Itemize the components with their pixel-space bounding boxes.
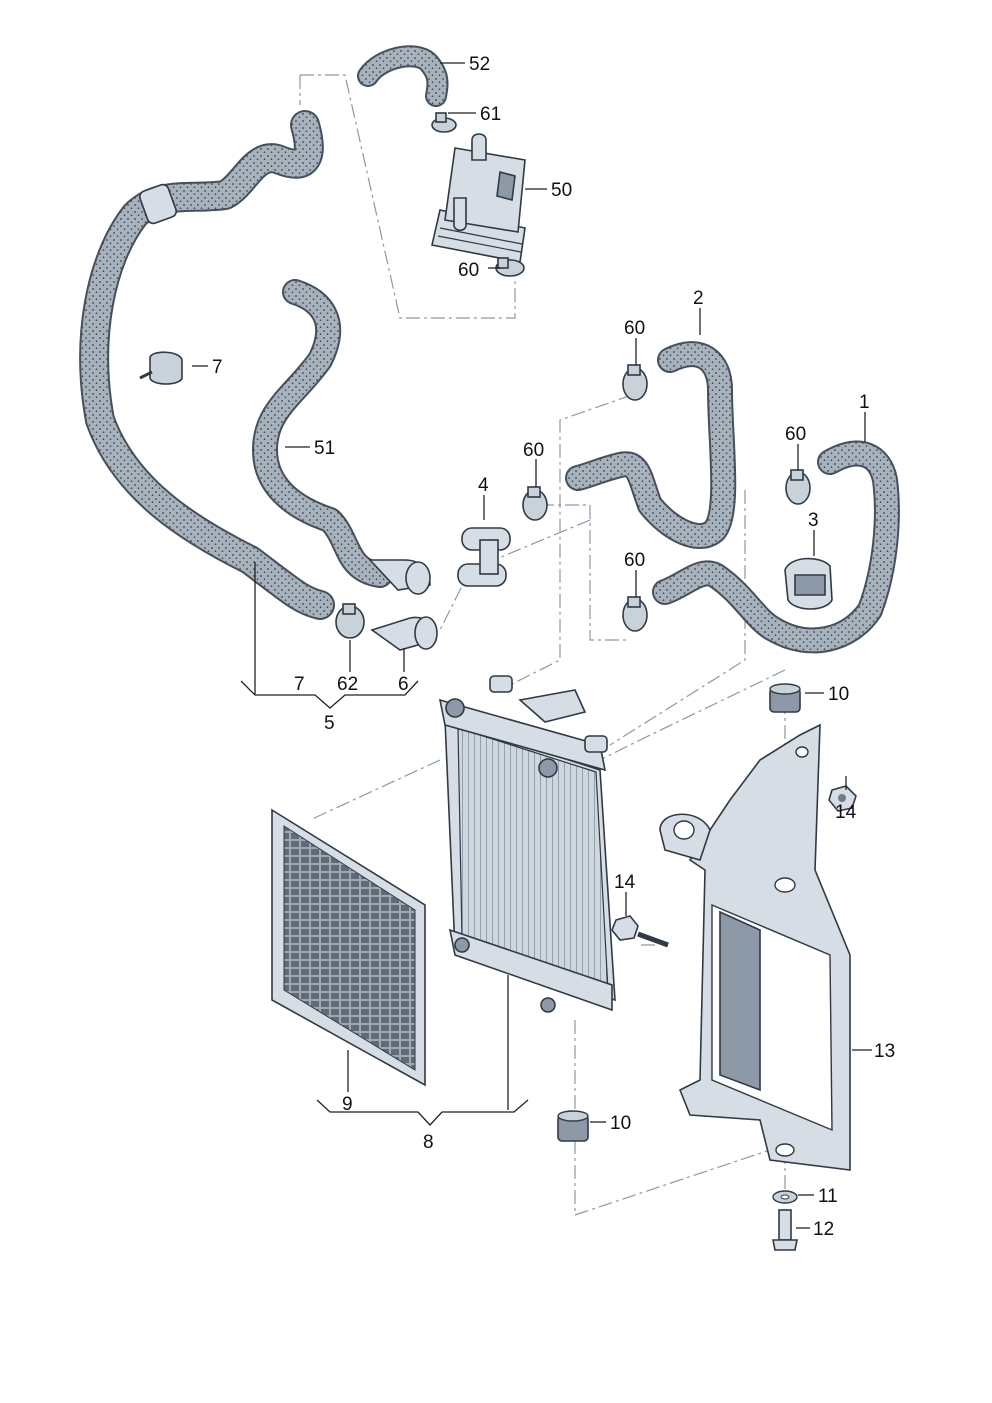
label-60-hose1-top: 60 bbox=[785, 424, 806, 445]
label-60-hose2-top: 60 bbox=[624, 318, 645, 339]
clamp-62[interactable] bbox=[335, 603, 365, 639]
label-7-clamp: 7 bbox=[212, 357, 223, 378]
label-3: 3 bbox=[808, 510, 819, 531]
oil-cooler-50[interactable] bbox=[431, 133, 526, 263]
clamp-61[interactable] bbox=[431, 112, 457, 133]
clamp-60-hose1-bottom[interactable] bbox=[622, 596, 648, 632]
label-10-bottom: 10 bbox=[610, 1113, 631, 1134]
protective-grille-9[interactable] bbox=[271, 808, 426, 1087]
bolt-12[interactable] bbox=[772, 1209, 798, 1251]
label-14-side: 14 bbox=[614, 872, 636, 893]
hose-sleeve bbox=[138, 183, 178, 225]
clamp-60-hose1-top[interactable] bbox=[785, 469, 811, 505]
nut-14-side[interactable] bbox=[611, 915, 669, 948]
callout-labels: 52 61 50 60 7 51 2 1 60 60 60 60 3 4 7 6… bbox=[212, 54, 895, 1240]
washer-11[interactable] bbox=[772, 1190, 798, 1204]
hose-7-long[interactable] bbox=[79, 110, 335, 620]
rubber-mount-10-bottom[interactable] bbox=[557, 1110, 589, 1142]
label-12: 12 bbox=[813, 1219, 834, 1240]
label-14-nut: 14 bbox=[835, 802, 857, 823]
label-10-top: 10 bbox=[828, 684, 849, 705]
hose-51[interactable] bbox=[252, 279, 393, 588]
hose-52[interactable] bbox=[357, 45, 449, 107]
label-13: 13 bbox=[874, 1041, 895, 1062]
clamp-60-hose2-top[interactable] bbox=[622, 364, 648, 401]
label-1: 1 bbox=[859, 392, 870, 413]
rubber-mount-10-top[interactable] bbox=[769, 683, 801, 713]
elbow-connector-6[interactable] bbox=[370, 616, 438, 651]
elbow-connector-51[interactable] bbox=[368, 559, 431, 595]
label-60-hose1-bottom: 60 bbox=[624, 550, 645, 571]
label-62: 62 bbox=[337, 674, 358, 695]
label-9: 9 bbox=[342, 1094, 353, 1115]
label-2: 2 bbox=[693, 288, 704, 309]
label-4: 4 bbox=[478, 475, 489, 496]
y-connector-4[interactable] bbox=[457, 527, 511, 587]
bracket-13[interactable] bbox=[659, 723, 851, 1171]
label-51: 51 bbox=[314, 438, 335, 459]
label-60-hose2-bottom: 60 bbox=[523, 440, 544, 461]
hose-1[interactable] bbox=[652, 440, 900, 654]
label-8: 8 bbox=[423, 1132, 434, 1153]
leader-lines bbox=[192, 62, 872, 1229]
label-5: 5 bbox=[324, 713, 335, 734]
label-61: 61 bbox=[480, 104, 501, 125]
label-50: 50 bbox=[551, 180, 572, 201]
clamp-7-bracket[interactable] bbox=[139, 351, 183, 385]
hose-holder-3[interactable] bbox=[784, 557, 833, 610]
cooler-label-plate bbox=[496, 170, 516, 202]
label-52: 52 bbox=[469, 54, 490, 75]
label-60-cooler: 60 bbox=[458, 260, 479, 281]
label-11: 11 bbox=[818, 1186, 838, 1207]
label-7-group: 7 bbox=[294, 674, 305, 695]
clamp-60-hose2-bottom[interactable] bbox=[522, 486, 548, 521]
hose-2[interactable] bbox=[565, 341, 737, 549]
label-6: 6 bbox=[398, 674, 409, 695]
auxiliary-radiator-8[interactable] bbox=[438, 675, 616, 1013]
